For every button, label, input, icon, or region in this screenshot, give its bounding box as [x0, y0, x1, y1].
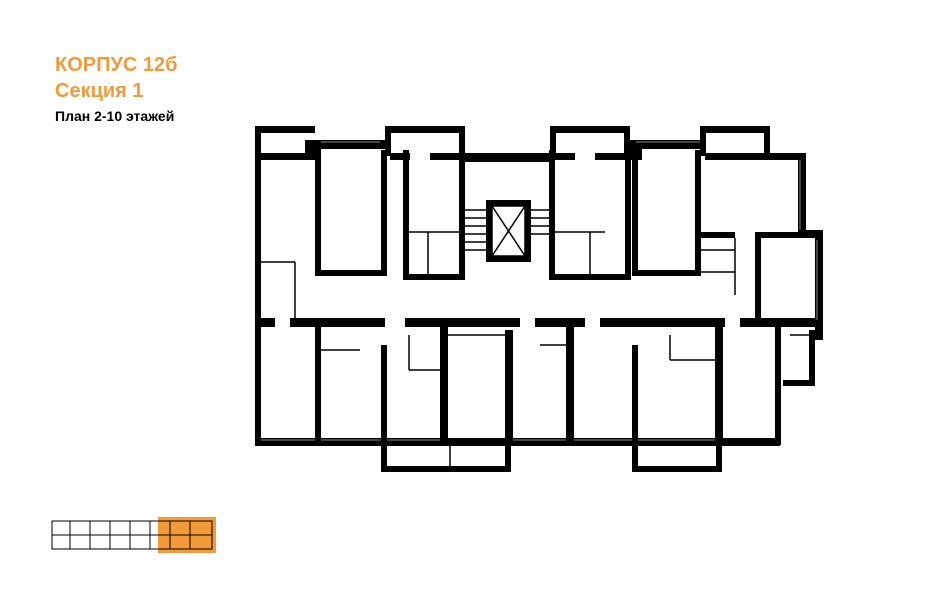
floors-subtitle: План 2-10 этажей — [55, 108, 175, 124]
building-title: КОРПУС 12б — [55, 54, 178, 76]
title-block: КОРПУС 12б Секция 1 План 2-10 этажей — [55, 52, 178, 126]
building-key-map — [51, 517, 216, 553]
window-lines — [261, 141, 818, 441]
key-map-outline — [51, 520, 213, 550]
plan-details — [261, 205, 809, 472]
plan-walls — [255, 126, 823, 472]
section-title: Секция 1 — [55, 80, 144, 102]
